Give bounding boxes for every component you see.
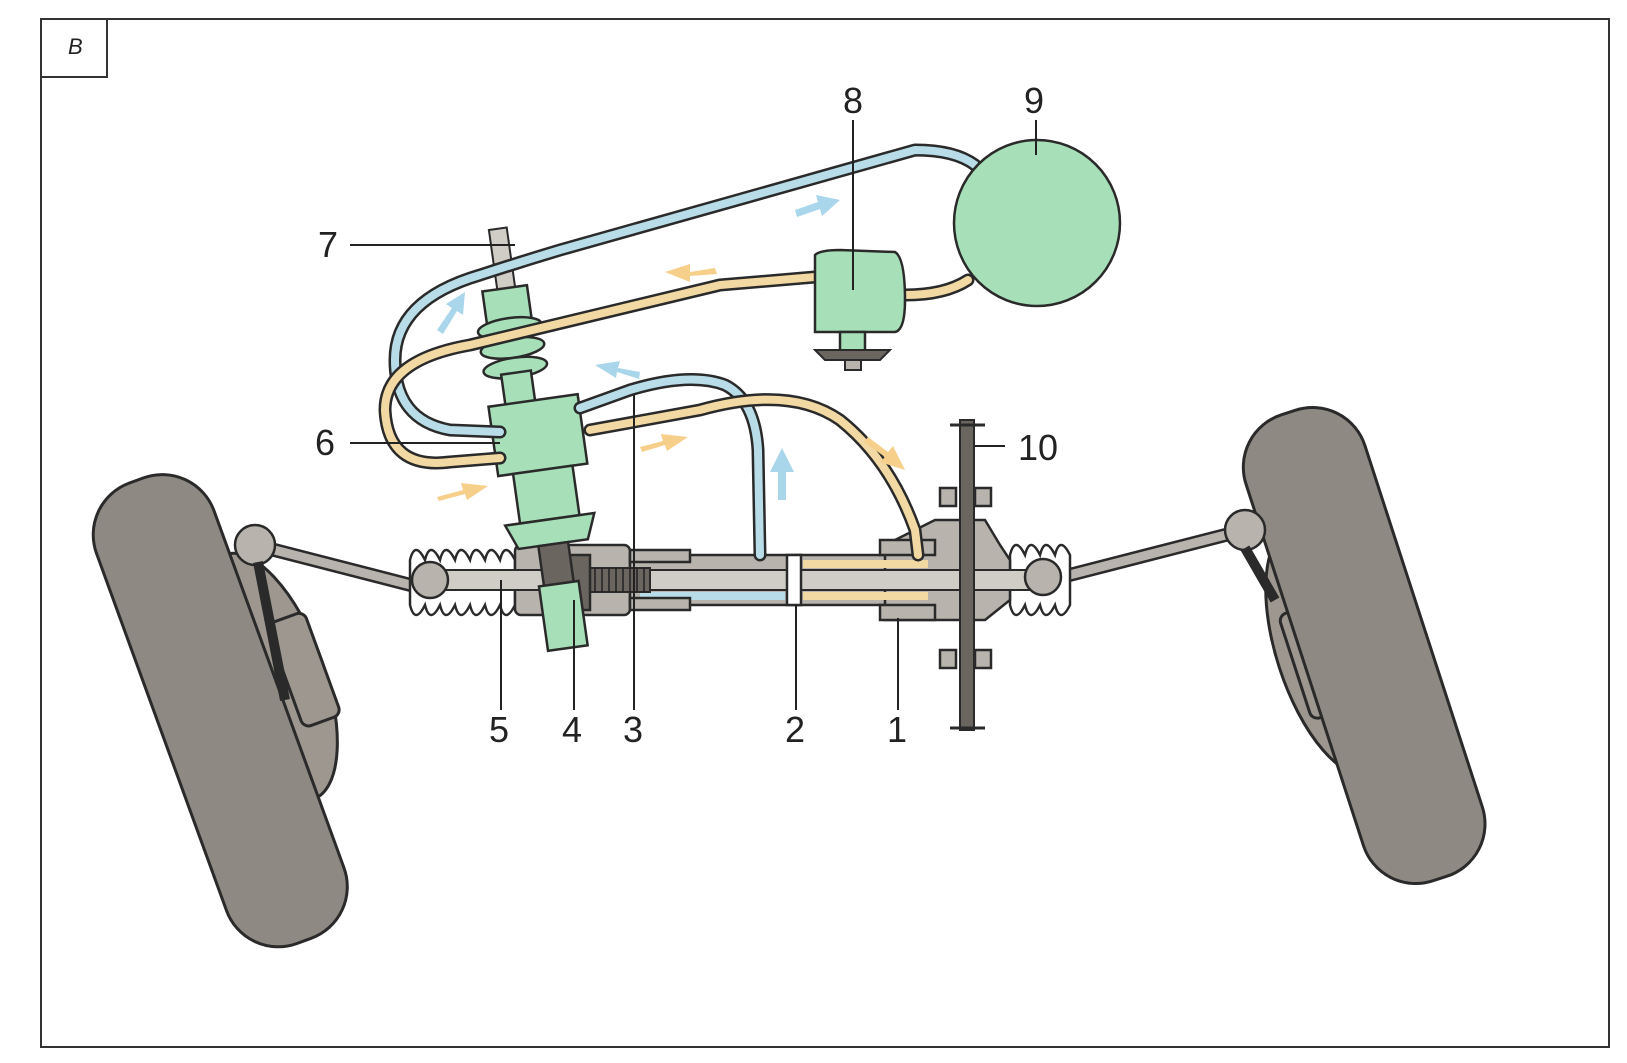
panel-letter-box [42, 20, 108, 78]
left-wheel [91, 473, 349, 949]
fluid-reservoir [952, 138, 1122, 308]
label-8: 8 [843, 80, 863, 121]
right-wheel [1241, 406, 1487, 886]
pressure-flow-arrow [665, 264, 717, 282]
label-7: 7 [318, 224, 338, 265]
pressure-flow-arrow [640, 434, 688, 452]
label-9: 9 [1024, 80, 1044, 121]
steering-column [938, 419, 993, 731]
piston [785, 553, 803, 607]
pump-body [813, 248, 907, 334]
return-flow-arrow [795, 195, 840, 217]
right-tire [1241, 406, 1487, 886]
pressure-flow-arrow [864, 437, 905, 470]
label-4: 4 [562, 709, 582, 750]
ball-screw [589, 567, 651, 593]
pressure-flow-arrow [437, 483, 488, 501]
label-2: 2 [785, 709, 805, 750]
label-10: 10 [1018, 427, 1058, 468]
return-lines [388, 143, 982, 562]
label-1: 1 [887, 709, 907, 750]
left-tie-rod [233, 523, 437, 701]
label-6: 6 [315, 422, 335, 463]
return-flow-arrow [770, 448, 794, 500]
return-flow-arrow [437, 292, 465, 334]
steering-rack [408, 518, 1072, 622]
return-flow-arrow [595, 361, 640, 379]
panel-letter: B [68, 34, 83, 59]
label-5: 5 [489, 709, 509, 750]
label-3: 3 [623, 709, 643, 750]
pump [812, 248, 907, 371]
pressure-lines [378, 270, 975, 562]
leader-lines [350, 120, 1037, 710]
right-tie-rod [1043, 508, 1280, 603]
flow-arrows [437, 195, 905, 501]
